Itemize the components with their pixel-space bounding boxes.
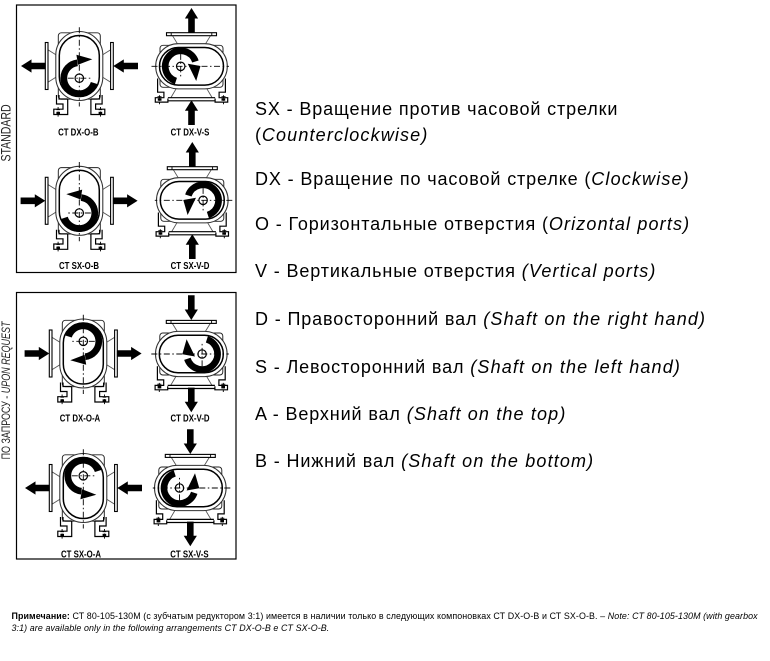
svg-text:CT SX-V-S: CT SX-V-S (170, 549, 208, 560)
svg-text:CT SX-O-B: CT SX-O-B (59, 260, 99, 271)
svg-text:STANDARD: STANDARD (0, 104, 14, 161)
svg-text:CT DX-V-D: CT DX-V-D (170, 413, 210, 424)
svg-text:CT SX-O-A: CT SX-O-A (61, 549, 102, 560)
svg-text:CT DX-V-S: CT DX-V-S (171, 126, 210, 137)
svg-text:ПО ЗАПРОСУ - UPON REQUEST: ПО ЗАПРОСУ - UPON REQUEST (1, 321, 13, 459)
svg-text:CT SX-V-D: CT SX-V-D (171, 260, 210, 271)
svg-text:CT DX-O-A: CT DX-O-A (60, 413, 101, 424)
svg-text:CT DX-O-B: CT DX-O-B (58, 126, 98, 137)
